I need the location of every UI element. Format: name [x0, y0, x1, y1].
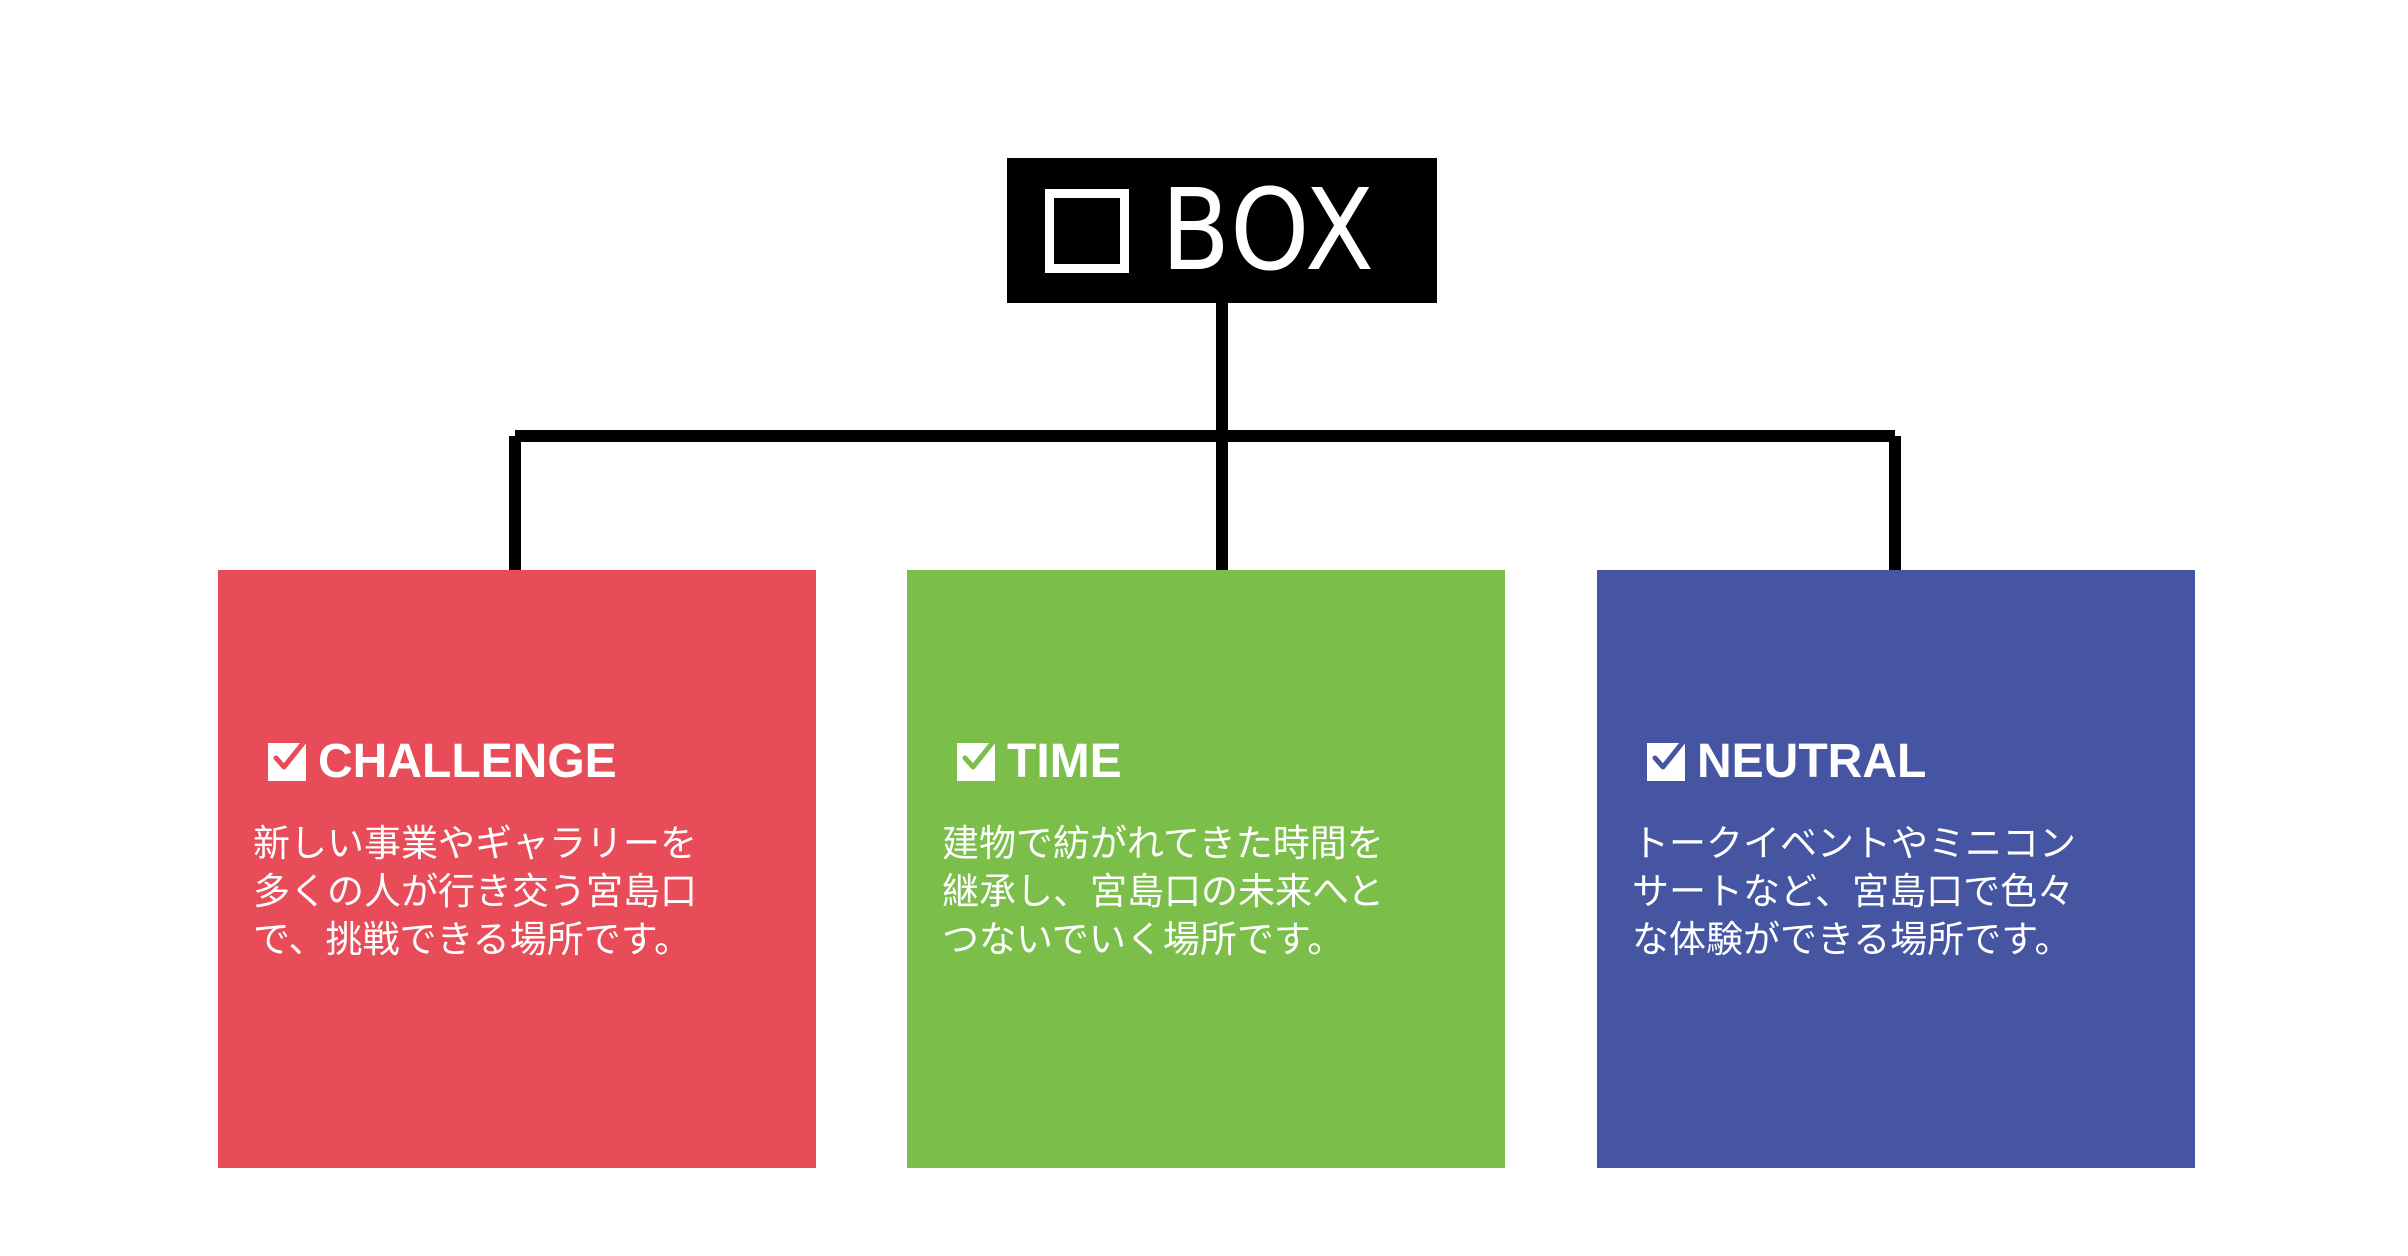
time-card: TIME 建物で紡がれてきた時間を 継承し、宮島口の未来へと つないでいく場所で…	[907, 570, 1505, 1168]
challenge-description: 新しい事業やギャラリーを 多くの人が行き交う宮島口 で、挑戦できる場所です。	[253, 820, 697, 964]
square-outline-icon	[1044, 188, 1129, 273]
time-line-3: つないでいく場所です。	[942, 918, 1345, 961]
neutral-card: NEUTRAL トークイベントやミニコン サートなど、宮島口で色々 な体験ができ…	[1597, 570, 2195, 1168]
neutral-title: NEUTRAL	[1697, 735, 1927, 788]
time-line-2: 継承し、宮島口の未来へと	[942, 870, 1385, 913]
neutral-line-2: サートなど、宮島口で色々	[1632, 870, 2075, 913]
neutral-description: トークイベントやミニコン サートなど、宮島口で色々 な体験ができる場所です。	[1632, 820, 2076, 964]
challenge-line-3: で、挑戦できる場所です。	[253, 918, 692, 961]
challenge-line-1: 新しい事業やギャラリーを	[253, 822, 697, 865]
neutral-line-1: トークイベントやミニコン	[1632, 822, 2076, 865]
title-box: BOX	[1007, 158, 1437, 303]
title-label: BOX	[1160, 165, 1376, 296]
checkbox-checked-icon	[268, 739, 307, 781]
neutral-heading: NEUTRAL	[1647, 738, 1926, 786]
challenge-line-2: 多くの人が行き交う宮島口	[253, 870, 697, 913]
challenge-title: CHALLENGE	[318, 735, 617, 788]
time-description: 建物で紡がれてきた時間を 継承し、宮島口の未来へと つないでいく場所です。	[942, 820, 1384, 964]
challenge-heading: CHALLENGE	[268, 738, 617, 786]
neutral-line-3: な体験ができる場所です。	[1632, 918, 2072, 961]
challenge-card: CHALLENGE 新しい事業やギャラリーを 多くの人が行き交う宮島口 で、挑戦…	[218, 570, 816, 1168]
time-line-1: 建物で紡がれてきた時間を	[942, 822, 1384, 865]
time-title: TIME	[1007, 735, 1122, 788]
checkbox-checked-icon	[1647, 739, 1686, 781]
time-heading: TIME	[957, 738, 1122, 786]
checkbox-checked-icon	[957, 739, 996, 781]
